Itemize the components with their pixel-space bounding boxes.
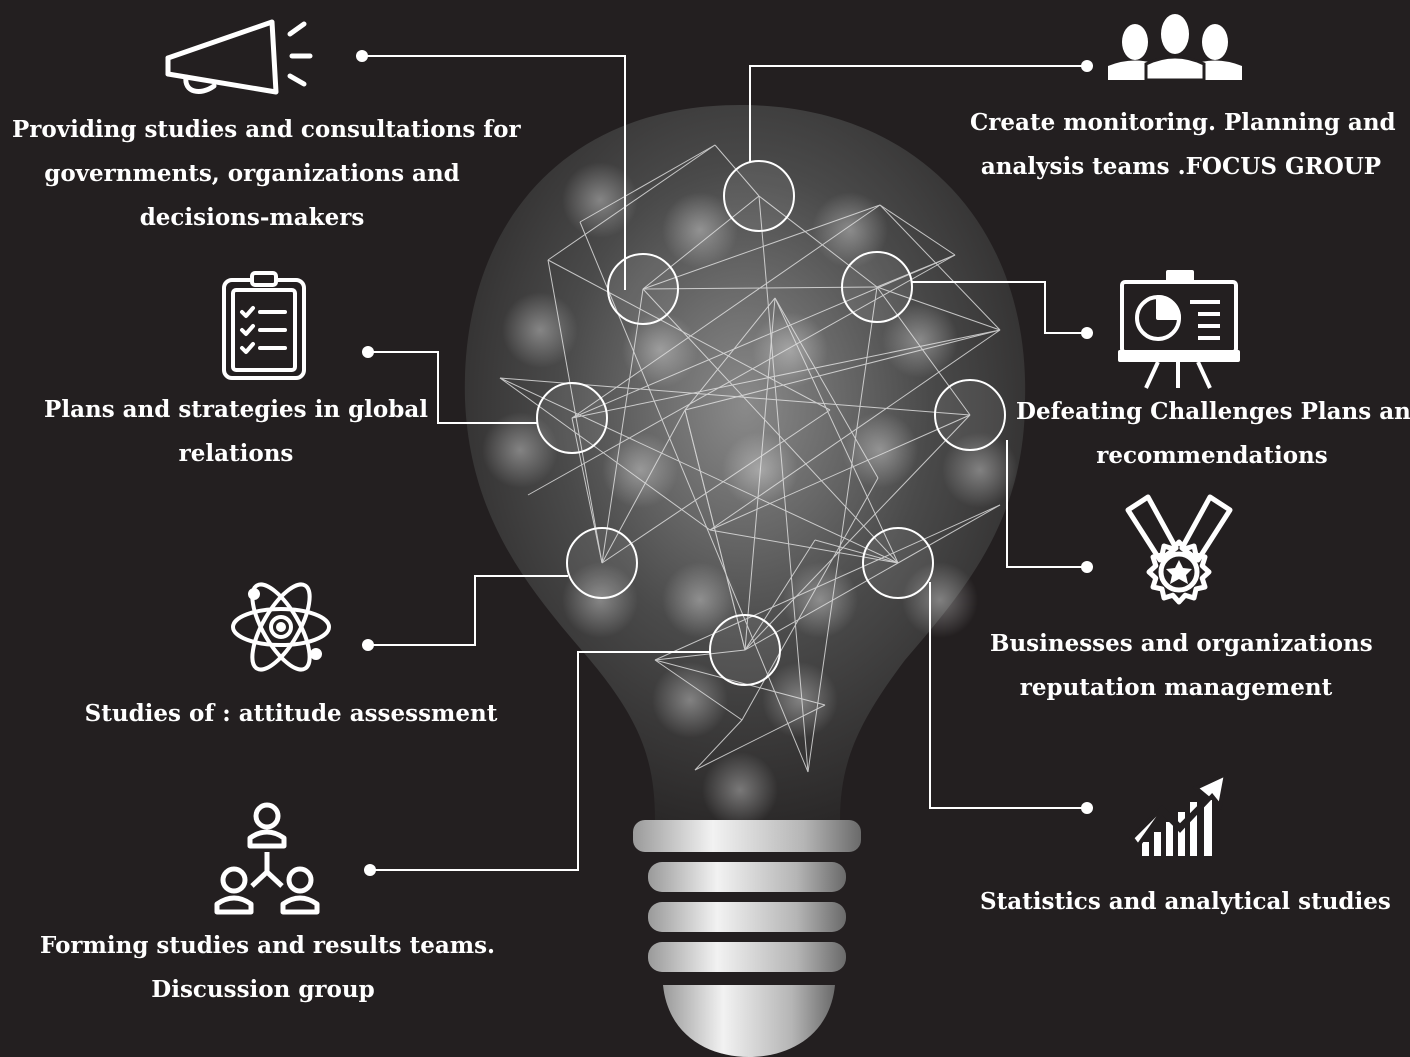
mesh-link: [758, 195, 809, 773]
mesh-link: [527, 254, 956, 496]
mesh-link: [601, 409, 831, 564]
mesh-link: [744, 297, 776, 651]
sparkle: [662, 562, 738, 638]
mesh-link: [709, 329, 1001, 531]
mesh-link: [571, 254, 956, 419]
connector-plans-global: [368, 351, 537, 424]
people-group-icon: [1108, 14, 1242, 82]
connector-attitude: [368, 575, 568, 646]
network-nodes: [536, 160, 1006, 686]
connector-statistics: [929, 582, 1087, 809]
connector-consultations: [362, 55, 626, 290]
mesh-link: [879, 204, 956, 256]
sparkle: [882, 302, 958, 378]
sparkle: [652, 662, 728, 738]
mesh-link: [758, 195, 878, 288]
mesh-link: [547, 259, 603, 564]
bulb-sparkles: [482, 162, 1018, 828]
mesh-link: [499, 377, 711, 531]
connector-monitoring: [749, 65, 1087, 162]
mesh-link: [684, 329, 1001, 411]
clipboard-checklist-icon: [222, 271, 306, 380]
mesh-link: [601, 288, 644, 564]
network-node: [536, 382, 608, 454]
network-node: [607, 253, 679, 325]
sparkle: [602, 432, 678, 508]
mesh-link: [744, 539, 816, 651]
mesh-link: [642, 204, 881, 290]
growth-chart-icon: [1129, 770, 1229, 856]
mesh-link: [571, 204, 881, 419]
mesh-link: [654, 659, 826, 706]
mesh-link: [714, 144, 760, 197]
sparkle: [842, 412, 918, 488]
mesh-link: [876, 286, 1001, 331]
team-hierarchy-icon: [214, 802, 320, 915]
connector-defeating: [912, 281, 1087, 334]
sparkle: [562, 562, 638, 638]
mesh-link: [499, 377, 899, 564]
mesh-link: [547, 259, 831, 411]
network-node: [566, 527, 638, 599]
mesh-link: [774, 297, 899, 564]
network-node: [841, 251, 913, 323]
mesh-link: [571, 417, 603, 564]
network-node: [862, 527, 934, 599]
sparkle: [812, 192, 888, 268]
mesh-link: [709, 414, 971, 531]
mesh-link: [814, 539, 899, 564]
presentation-board-icon: [1118, 270, 1240, 389]
connector-forming-teams: [370, 651, 710, 871]
connector-endpoints: [356, 50, 1093, 876]
network-node: [934, 379, 1006, 451]
sparkle: [662, 192, 738, 268]
mesh-link: [694, 719, 743, 771]
mesh-link: [642, 195, 760, 290]
atom-icon: [231, 582, 331, 672]
mesh-link: [744, 414, 971, 651]
mesh-link: [654, 649, 746, 661]
mesh-link: [876, 286, 971, 416]
connector-lines: [362, 55, 1087, 871]
neural-network-mesh: [499, 144, 1001, 773]
mesh-link: [654, 504, 1001, 661]
connector-reputation: [1006, 440, 1087, 568]
mesh-link: [571, 329, 1001, 419]
sparkle: [562, 162, 638, 238]
mesh-link: [684, 409, 746, 651]
mesh-link: [601, 409, 686, 564]
medal-icon: [1125, 494, 1233, 605]
mesh-link: [709, 529, 899, 564]
mesh-link: [744, 504, 1001, 651]
sparkle: [942, 432, 1018, 508]
mesh-link: [547, 144, 716, 261]
mesh-link: [684, 297, 776, 411]
mesh-link: [654, 659, 743, 721]
mesh-link: [879, 204, 1001, 331]
sparkle: [702, 752, 778, 828]
network-node: [709, 614, 781, 686]
megaphone-icon: [165, 19, 313, 95]
mesh-link: [807, 286, 878, 773]
mesh-link: [774, 297, 879, 479]
label-attitude: Studies of : attitude assessment: [84, 700, 498, 727]
sparkle: [762, 662, 838, 738]
mesh-link: [579, 144, 716, 223]
label-statistics: Statistics and analytical studies: [980, 888, 1391, 915]
sparkle: [782, 562, 858, 638]
label-forming-teams: Forming studies and results teams.Discus…: [40, 932, 496, 1003]
network-node: [723, 160, 795, 232]
sparkle: [502, 292, 578, 368]
sparkle: [902, 562, 978, 638]
bulb-base: [633, 820, 861, 1057]
